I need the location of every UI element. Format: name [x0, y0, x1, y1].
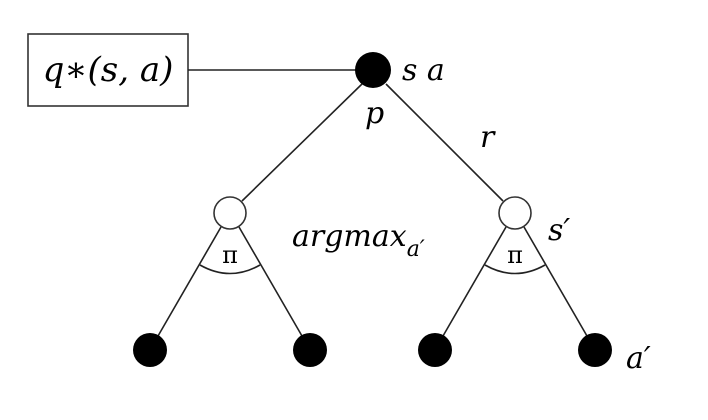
- edge-root-right: [385, 83, 504, 202]
- edge-right-leaf3: [442, 226, 507, 337]
- operator-label: argmaxa′: [292, 219, 425, 262]
- state-label-right: s′: [548, 213, 570, 248]
- value-box: [27, 33, 189, 107]
- value-box-label: q∗(s, a): [43, 50, 174, 90]
- leaf-node-4: [578, 333, 612, 367]
- policy-arc-left: [199, 264, 261, 275]
- reward-label: r: [480, 120, 496, 155]
- edge-left-leaf2: [238, 226, 303, 337]
- prob-label: p: [365, 96, 384, 131]
- leaf-node-1: [133, 333, 167, 367]
- policy-label-left: π: [222, 241, 238, 269]
- state-node-right: [498, 196, 532, 230]
- root-label: s a: [402, 53, 445, 88]
- root-node: [355, 52, 391, 88]
- leaf-node-3: [418, 333, 452, 367]
- leaf-node-2: [293, 333, 327, 367]
- edge-right-leaf4: [523, 226, 588, 337]
- leaf-label-4: a′: [626, 341, 651, 376]
- state-node-left: [213, 196, 247, 230]
- edge-root-left: [241, 83, 363, 202]
- operator-base: argmax: [292, 219, 407, 254]
- edge-left-leaf1: [157, 226, 222, 337]
- policy-arc-right: [484, 264, 546, 275]
- policy-label-right: π: [507, 241, 523, 269]
- operator-subscript: a′: [407, 237, 425, 262]
